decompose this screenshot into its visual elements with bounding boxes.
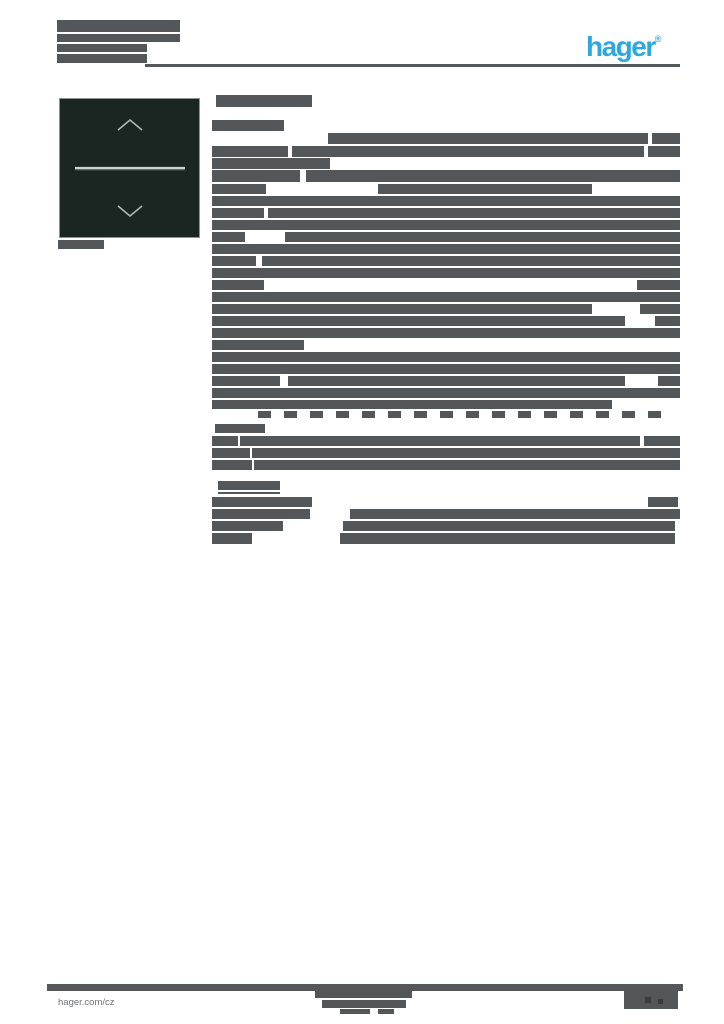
spec-row-value <box>306 170 680 182</box>
product-caption-bar <box>58 240 104 249</box>
spec-row-label <box>212 158 330 169</box>
spec-row-value-right <box>644 436 680 446</box>
spec-row-value-right <box>637 280 680 290</box>
product-photo <box>59 98 200 238</box>
spec-row-value-right <box>652 133 680 144</box>
footer-divider-rule <box>47 984 683 991</box>
spec-row-value <box>350 509 680 519</box>
spec-row-value <box>256 304 592 314</box>
spec-dash <box>258 411 271 418</box>
spec-row-label <box>212 460 252 470</box>
spec-row-value <box>378 184 592 194</box>
spec-row-value-right <box>658 376 680 386</box>
spec-row-label <box>212 400 278 409</box>
footer-center-line <box>378 1009 394 1014</box>
spec-dash <box>388 411 401 418</box>
spec-row-value <box>252 448 680 458</box>
header-title-line <box>57 44 147 52</box>
spec-dash <box>466 411 479 418</box>
footer-link[interactable]: hager.com/cz <box>58 997 115 1008</box>
spec-dash <box>622 411 635 418</box>
spec-dash <box>492 411 505 418</box>
header-divider-rule <box>145 64 680 67</box>
spec-row-label <box>212 521 283 531</box>
footer-center-line <box>322 1000 406 1008</box>
spec-row-label <box>212 170 300 182</box>
spec-row-label <box>212 509 310 519</box>
registered-trademark-icon: ® <box>654 34 662 44</box>
spec-row-value <box>278 400 612 409</box>
footer-center-line <box>315 990 412 998</box>
spec-dash <box>544 411 557 418</box>
spec-dash <box>362 411 375 418</box>
spec-row-label <box>212 208 264 218</box>
spec-dash <box>570 411 583 418</box>
header-title-line <box>57 20 180 32</box>
spec-row-full <box>212 352 680 362</box>
spec-row-label <box>212 280 264 290</box>
spec-row-value-right <box>655 316 680 326</box>
spec-row-value-right <box>648 146 680 157</box>
footer-center-line <box>340 1009 370 1014</box>
spec-row-label <box>212 340 304 350</box>
header-title-line <box>57 54 147 63</box>
spec-row-label <box>212 533 252 544</box>
section2-heading-bar <box>218 481 280 490</box>
spec-dash <box>518 411 531 418</box>
spec-row-full <box>212 244 680 254</box>
spec-row-label <box>212 184 266 194</box>
spec-row-full <box>212 292 680 302</box>
spec-row-value <box>285 232 680 242</box>
spec-row-full <box>212 388 680 398</box>
spec-row-label <box>212 196 264 206</box>
spec-row-full <box>212 220 680 230</box>
spec-row-label <box>212 436 238 446</box>
spec-dash <box>336 411 349 418</box>
spec-row-label <box>212 448 250 458</box>
hager-logo: hager® <box>586 24 676 62</box>
spec-row-value <box>248 316 625 326</box>
footer-link-box[interactable]: hager.com/cz <box>55 991 168 1014</box>
subsection-heading-bar <box>215 424 265 433</box>
down-arrow-icon <box>117 205 143 218</box>
spec-row-label <box>212 232 245 242</box>
spec-dash <box>310 411 323 418</box>
spec-row-value <box>264 196 680 206</box>
qr-code-dot <box>658 999 663 1004</box>
spec-row-value <box>288 376 625 386</box>
rocker-switch-graphic <box>75 118 185 218</box>
hager-logo-text: hager <box>586 31 656 62</box>
spec-row-full <box>212 268 680 278</box>
spec-row-full <box>212 328 680 338</box>
spec-dash <box>284 411 297 418</box>
spec-row-label <box>212 146 288 157</box>
spec-row-value <box>292 146 644 157</box>
up-arrow-icon <box>117 118 143 131</box>
section-heading-bar <box>216 95 312 107</box>
spec-row-label <box>212 497 312 507</box>
spec-row-full <box>212 364 680 374</box>
spec-row-value <box>240 436 640 446</box>
spec-row-value <box>328 133 648 144</box>
qr-code <box>624 987 678 1009</box>
spec-dash <box>440 411 453 418</box>
spec-dash <box>648 411 661 418</box>
spec-dash <box>596 411 609 418</box>
spec-row-label <box>212 376 280 386</box>
spec-row-label <box>212 316 248 326</box>
spec-dash <box>414 411 427 418</box>
spec-row-value <box>268 208 680 218</box>
spec-row-label <box>212 120 284 131</box>
spec-row-value-right <box>648 497 678 507</box>
spec-row-value <box>343 521 675 531</box>
spec-row-label <box>212 304 256 314</box>
spec-row-label <box>212 256 256 266</box>
section2-heading-underline <box>218 492 280 494</box>
spec-row-value <box>340 533 675 544</box>
header-title-line <box>57 34 180 42</box>
spec-row-value <box>262 256 680 266</box>
spec-row-value-right <box>640 304 680 314</box>
qr-code-dot <box>645 997 651 1003</box>
spec-row-value <box>254 460 680 470</box>
